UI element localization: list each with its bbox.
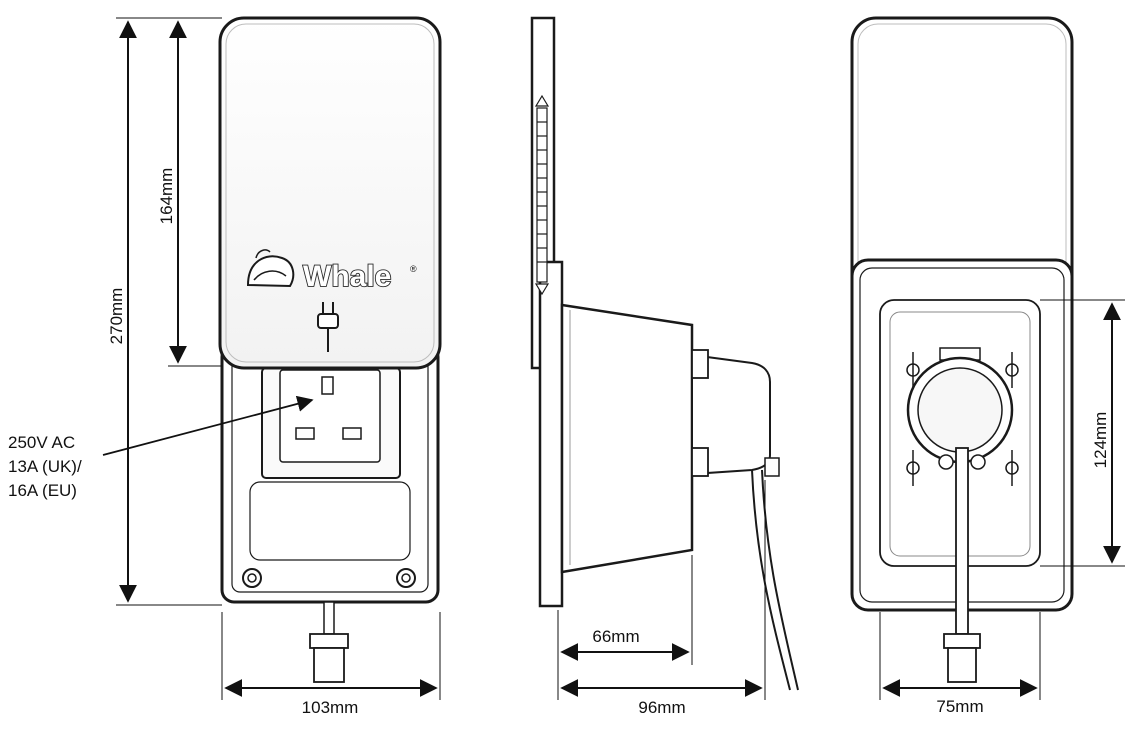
rear-mount-lugs (906, 352, 1019, 486)
side-connector (691, 353, 771, 476)
front-cover-edge (225, 23, 435, 363)
dim-height-cover (168, 20, 222, 367)
rear-connector-nut-left (938, 454, 954, 470)
side-view (530, 16, 799, 691)
rear-cable (955, 447, 969, 635)
dim-width-rear-label: 75mm (936, 697, 983, 716)
screw-right-head (401, 573, 411, 583)
spec-current-uk: 13A (UK)/ (8, 457, 82, 476)
whale-logo-icon (246, 249, 295, 288)
socket-earth-pin (321, 376, 334, 395)
dim-width-rear (879, 612, 1041, 700)
socket-live-pin (295, 427, 315, 440)
spec-current-eu: 16A (EU) (8, 481, 77, 500)
dim-depth-body (557, 555, 693, 665)
side-hinge-ladder (534, 94, 550, 296)
dim-height-total (116, 17, 222, 606)
dim-height-cover-label: 164mm (157, 168, 176, 225)
screw-left-head (247, 573, 257, 583)
side-cable-clamp (764, 457, 780, 477)
side-gland-top (691, 349, 709, 379)
front-cable (323, 601, 335, 635)
screw-left (242, 568, 262, 588)
spec-callout (102, 395, 314, 456)
rear-plug-body (947, 647, 977, 683)
brand-wordmark: Whale (303, 260, 391, 293)
rear-view (850, 16, 1074, 683)
dim-depth-total (557, 480, 766, 700)
side-base-plate (538, 260, 564, 608)
rear-connector-face (917, 367, 1003, 453)
registered-mark-icon: ® (410, 264, 417, 274)
side-cable (751, 469, 791, 691)
socket-neutral-pin (342, 427, 362, 440)
dim-width-front (221, 612, 441, 700)
dim-height-total-label: 270mm (107, 288, 126, 345)
front-plug-body (313, 647, 345, 683)
plug-icon (317, 302, 339, 352)
spec-voltage: 250V AC (8, 433, 75, 452)
dim-depth-body-label: 66mm (592, 627, 639, 646)
dim-depth-total-label: 96mm (638, 698, 685, 717)
rear-connector-nut-right (970, 454, 986, 470)
front-lower-frame (249, 481, 411, 561)
side-gland-bottom (691, 447, 709, 477)
dim-height-mount-label: 124mm (1091, 412, 1110, 469)
rear-plug-collar (943, 633, 981, 649)
front-view (218, 16, 442, 683)
dim-height-mount (1040, 299, 1125, 567)
front-plug-collar (309, 633, 349, 649)
side-body (560, 303, 694, 574)
screw-right (396, 568, 416, 588)
dim-width-front-label: 103mm (302, 698, 359, 717)
